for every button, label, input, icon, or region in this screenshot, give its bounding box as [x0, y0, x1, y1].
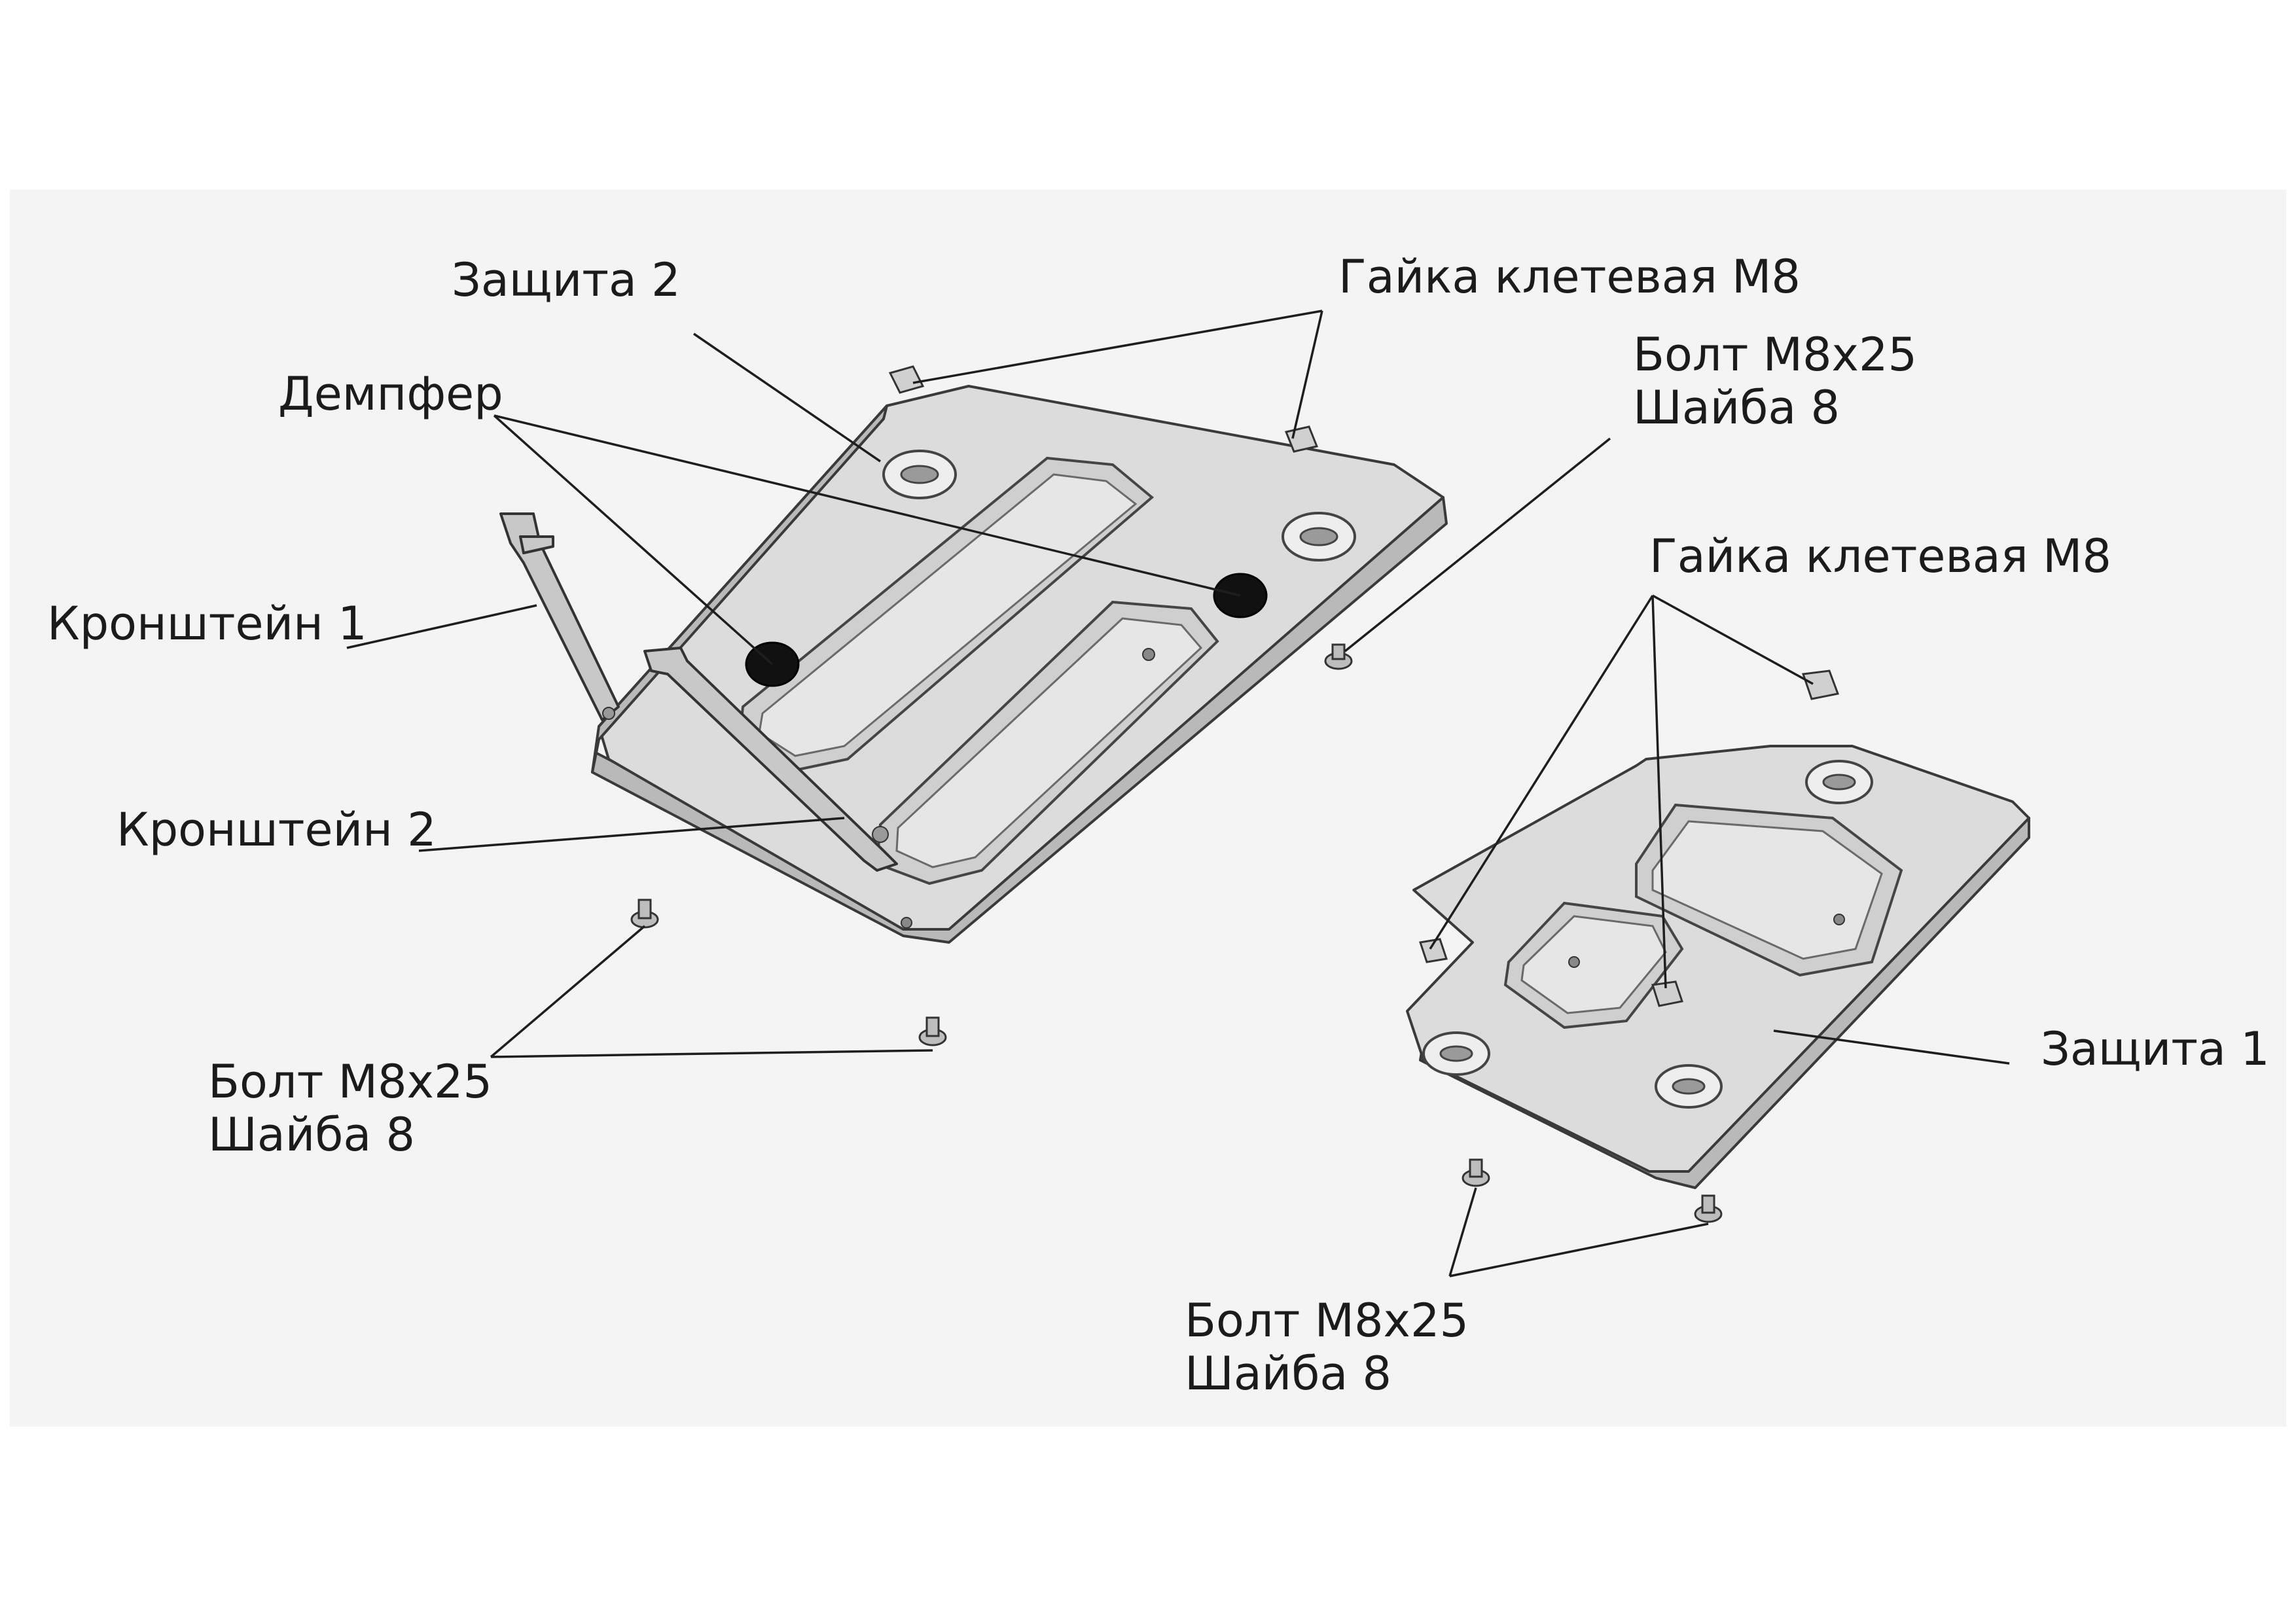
label-bolt-left-line2: Шайба 8 [208, 1107, 416, 1162]
cage-nut-guard2-left [888, 365, 925, 394]
bracket-1 [499, 512, 620, 721]
label-bolt-bottom-line1: Болт М8х25 [1185, 1294, 1469, 1347]
label-bolt-top-right-line1: Болт М8х25 [1633, 328, 1918, 382]
label-bracket-2: Кронштейн 2 [117, 803, 437, 857]
bolt-top-right [1324, 643, 1353, 670]
label-bracket-1: Кронштейн 1 [47, 597, 367, 651]
label-bolt-top-right: Болт М8х25 Шайба 8 [1633, 329, 1917, 434]
label-cage-nut-right: Гайка клетевая М8 [1649, 529, 2111, 583]
label-guard-1: Защита 1 [2041, 1022, 2270, 1076]
guard-1-plate [1406, 745, 2030, 1189]
label-cage-nut-top: Гайка клетевая М8 [1338, 250, 1801, 304]
bolt-bottom-left [1462, 1158, 1490, 1187]
label-bolt-left: Болт М8х25 Шайба 8 [208, 1056, 492, 1161]
label-bolt-bottom-line2: Шайба 8 [1185, 1346, 1392, 1400]
label-bolt-top-right-line2: Шайба 8 [1633, 380, 1840, 435]
label-guard-2: Защита 2 [452, 253, 681, 307]
label-bolt-left-line1: Болт М8х25 [208, 1055, 493, 1109]
bolt-left-upper [630, 899, 659, 929]
cage-nut-guard1-top [1801, 669, 1840, 700]
cage-nut-guard1-left [1419, 938, 1448, 963]
bolt-left-lower [918, 1016, 947, 1046]
bolt-bottom-right [1694, 1194, 1723, 1223]
bracket-2 [643, 647, 898, 872]
cage-nut-guard1-center [1651, 980, 1683, 1007]
label-damper: Демпфер [278, 367, 503, 421]
label-bolt-bottom: Болт М8х25 Шайба 8 [1185, 1294, 1469, 1400]
leader-lines [346, 310, 2010, 1277]
